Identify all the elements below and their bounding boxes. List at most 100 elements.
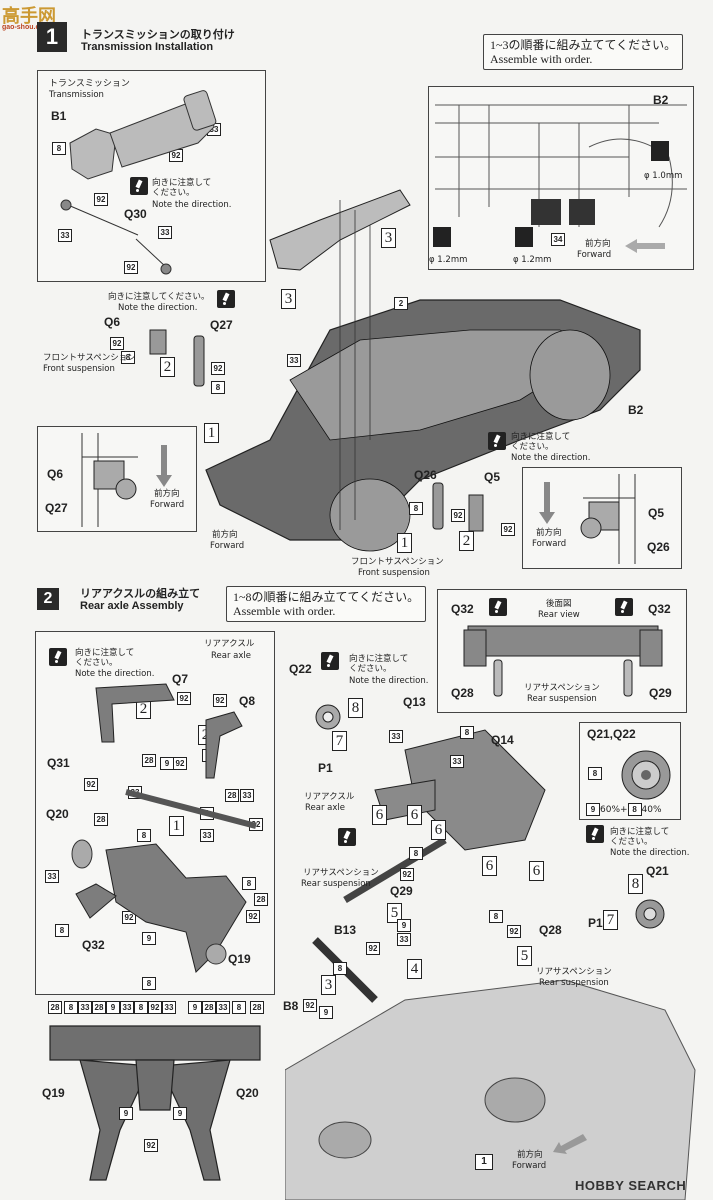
rear-axle-exploded-drawing	[71, 683, 257, 973]
part-q7-label: Q7	[172, 672, 189, 686]
part-tag-8: 8	[588, 767, 602, 780]
step-order-1: 1	[397, 533, 412, 553]
dim-label: φ 1.2mm	[429, 255, 468, 265]
part-tag-33: 33	[240, 789, 254, 802]
part-q28-label: Q28	[539, 923, 562, 937]
part-q27-label: Q27	[210, 318, 233, 332]
part-tag-33: 33	[397, 933, 411, 946]
step-2-title-en: Rear axle Assembly	[80, 600, 184, 612]
step-order-6: 6	[482, 856, 497, 876]
part-q20-label: Q20	[46, 807, 69, 821]
part-tag-28: 28	[142, 754, 156, 767]
right-note2-en: Note the direction.	[610, 848, 690, 858]
rear-note-en: Note the direction.	[75, 669, 155, 679]
part-tag-9: 9	[173, 1107, 187, 1120]
detail-left-forward-jp: 前方向	[154, 489, 180, 499]
detail-right-forward-jp: 前方向	[536, 528, 562, 538]
step-order-3: 3	[321, 975, 336, 995]
part-tag-92: 92	[94, 193, 108, 206]
part-tag-8: 8	[64, 1001, 78, 1014]
part-tag-8: 8	[409, 847, 423, 860]
right-axle-jp: リアアクスル	[304, 792, 355, 802]
caution-icon	[321, 652, 339, 670]
part-tag-33: 33	[78, 1001, 92, 1014]
part-tag-33: 33	[120, 1001, 134, 1014]
part-tag-28: 28	[92, 1001, 106, 1014]
part-tag-92: 92	[501, 523, 515, 536]
step-order-8: 8	[628, 874, 643, 894]
rear-view-susp-en: Rear suspension	[527, 694, 597, 704]
rear-axle-jp: リアアクスル	[204, 639, 255, 649]
step-order-5: 5	[387, 903, 402, 923]
part-tag-8: 8	[55, 924, 69, 937]
step-order-7: 7	[332, 731, 347, 751]
part-tag-33: 33	[58, 229, 72, 242]
part-tag-33: 33	[200, 829, 214, 842]
step-2-order-en: Assemble with order.	[233, 604, 336, 618]
part-tag-8: 8	[460, 726, 474, 739]
detail-q5-label: Q5	[648, 506, 665, 520]
step-2-title-jp: リアアクスルの組み立て	[80, 587, 201, 600]
part-tag-8: 8	[489, 910, 503, 923]
step-1-number: 1	[37, 22, 67, 52]
part-q19-label: Q19	[228, 952, 251, 966]
part-q22-label: Q22	[289, 662, 312, 676]
step-order-6: 6	[407, 805, 422, 825]
part-tag-28: 28	[250, 1001, 264, 1014]
part-q26-label: Q26	[414, 468, 437, 482]
part-q29-label: Q29	[390, 884, 413, 898]
front-right-susp-jp: フロントサスペンション	[351, 557, 444, 567]
part-q5-label: Q5	[484, 470, 501, 484]
step-1-order-note: 1~3の順番に組み立ててください。 Assemble with order.	[483, 34, 684, 70]
disc-mix-text-2: 40%	[641, 805, 662, 815]
part-tag-34: 34	[551, 233, 565, 246]
rear-note-jp: 向きに注意して ください。	[75, 648, 135, 668]
disc-title: Q21,Q22	[587, 727, 636, 741]
front-right-susp-drawing	[432, 482, 484, 532]
forward-label-en: Forward	[577, 250, 612, 260]
detail-q26-label: Q26	[647, 540, 670, 554]
part-tag-8: 8	[242, 877, 256, 890]
part-q31-label: Q31	[47, 756, 70, 770]
step-ref-box: 1	[475, 1154, 493, 1170]
rear-axle-en: Rear axle	[211, 651, 251, 661]
brake-disc-q22-icon	[315, 704, 341, 730]
right-forward-en: Forward	[512, 1161, 547, 1171]
rear-view-susp-jp: リアサスペンション	[524, 683, 600, 693]
rear-view-q28: Q28	[451, 686, 474, 700]
step-order-6: 6	[372, 805, 387, 825]
step-order-6: 6	[529, 861, 544, 881]
part-tag-9: 9	[119, 1107, 133, 1120]
chassis-drawing-step1	[205, 189, 641, 552]
part-q21-label: Q21	[646, 864, 669, 878]
watermark-url: gao-shou.com	[2, 24, 50, 31]
step-order-7: 7	[603, 910, 618, 930]
watermark-logo: 高手网	[2, 6, 56, 26]
underside-q19-label: Q19	[42, 1086, 65, 1100]
rear-view-q32b: Q32	[648, 602, 671, 616]
step-1-order-en: Assemble with order.	[490, 52, 593, 66]
front-left-susp-drawing	[149, 329, 205, 387]
right-note2-jp: 向きに注意して ください。	[610, 827, 670, 847]
part-tag-28: 28	[48, 1001, 62, 1014]
part-q13-label: Q13	[403, 695, 426, 709]
detail-left-inset: Q6 Q27 前方向 Forward	[37, 426, 197, 532]
step-1-title-en: Transmission Installation	[81, 41, 214, 53]
rear-axle-box: 向きに注意して ください。 Note the direction. リアアクスル…	[35, 631, 275, 995]
front-right-susp-en: Front suspension	[358, 568, 430, 578]
part-tag-9: 9	[106, 1001, 120, 1014]
part-tag-8: 8	[121, 351, 135, 364]
front-right-note-jp: 向きに注意して ください。	[511, 432, 571, 452]
part-tag-9: 9	[397, 919, 411, 932]
part-tag-28: 28	[202, 1001, 216, 1014]
part-b13-label: B13	[334, 923, 357, 937]
step-order-1: 1	[169, 816, 184, 836]
right-susp2-jp: リアサスペンション	[536, 967, 612, 977]
b2-underside-drawing	[433, 104, 687, 247]
part-tag-8: 8	[137, 829, 151, 842]
transmission-drawing	[60, 90, 217, 275]
part-tag-2: 2	[394, 297, 408, 310]
forward-arrow-icon	[625, 239, 665, 253]
transmission-title-en: Transmission	[49, 90, 104, 100]
part-tag-9: 9	[188, 1001, 202, 1014]
